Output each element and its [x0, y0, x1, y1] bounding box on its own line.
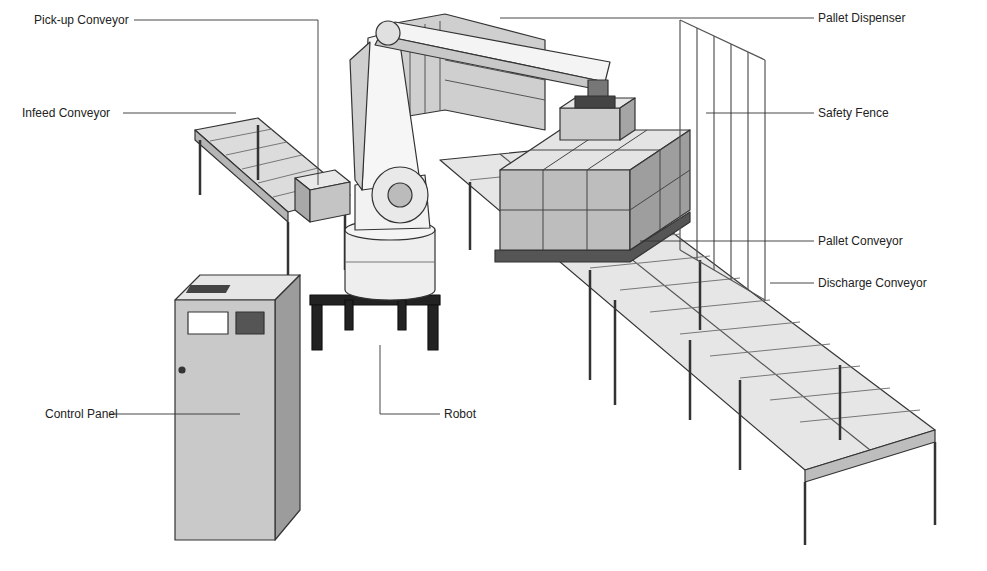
part-label: Safety Fence	[818, 106, 889, 120]
safety-fence	[680, 20, 765, 300]
leader-line	[770, 283, 814, 284]
control-panel	[175, 275, 300, 540]
part-label: Discharge Conveyor	[818, 276, 927, 290]
part-label: Robot	[444, 407, 476, 421]
leader-line	[500, 18, 814, 19]
part-label: Pick-up Conveyor	[34, 13, 129, 27]
leader-line	[110, 414, 240, 415]
part-label: Control Panel	[45, 407, 118, 421]
leader-line	[706, 113, 814, 114]
leader-line	[123, 113, 236, 114]
robot	[310, 21, 615, 350]
leader-lines	[110, 18, 814, 414]
leader-line	[134, 20, 318, 185]
part-label: Pallet Dispenser	[818, 11, 905, 25]
leader-line	[380, 345, 440, 414]
pallet-load	[495, 98, 690, 262]
part-label: Infeed Conveyor	[22, 106, 110, 120]
carton	[560, 108, 620, 140]
leader-line	[640, 241, 814, 242]
infeed-conveyor	[195, 118, 350, 300]
part-label: Pallet Conveyor	[818, 234, 903, 248]
